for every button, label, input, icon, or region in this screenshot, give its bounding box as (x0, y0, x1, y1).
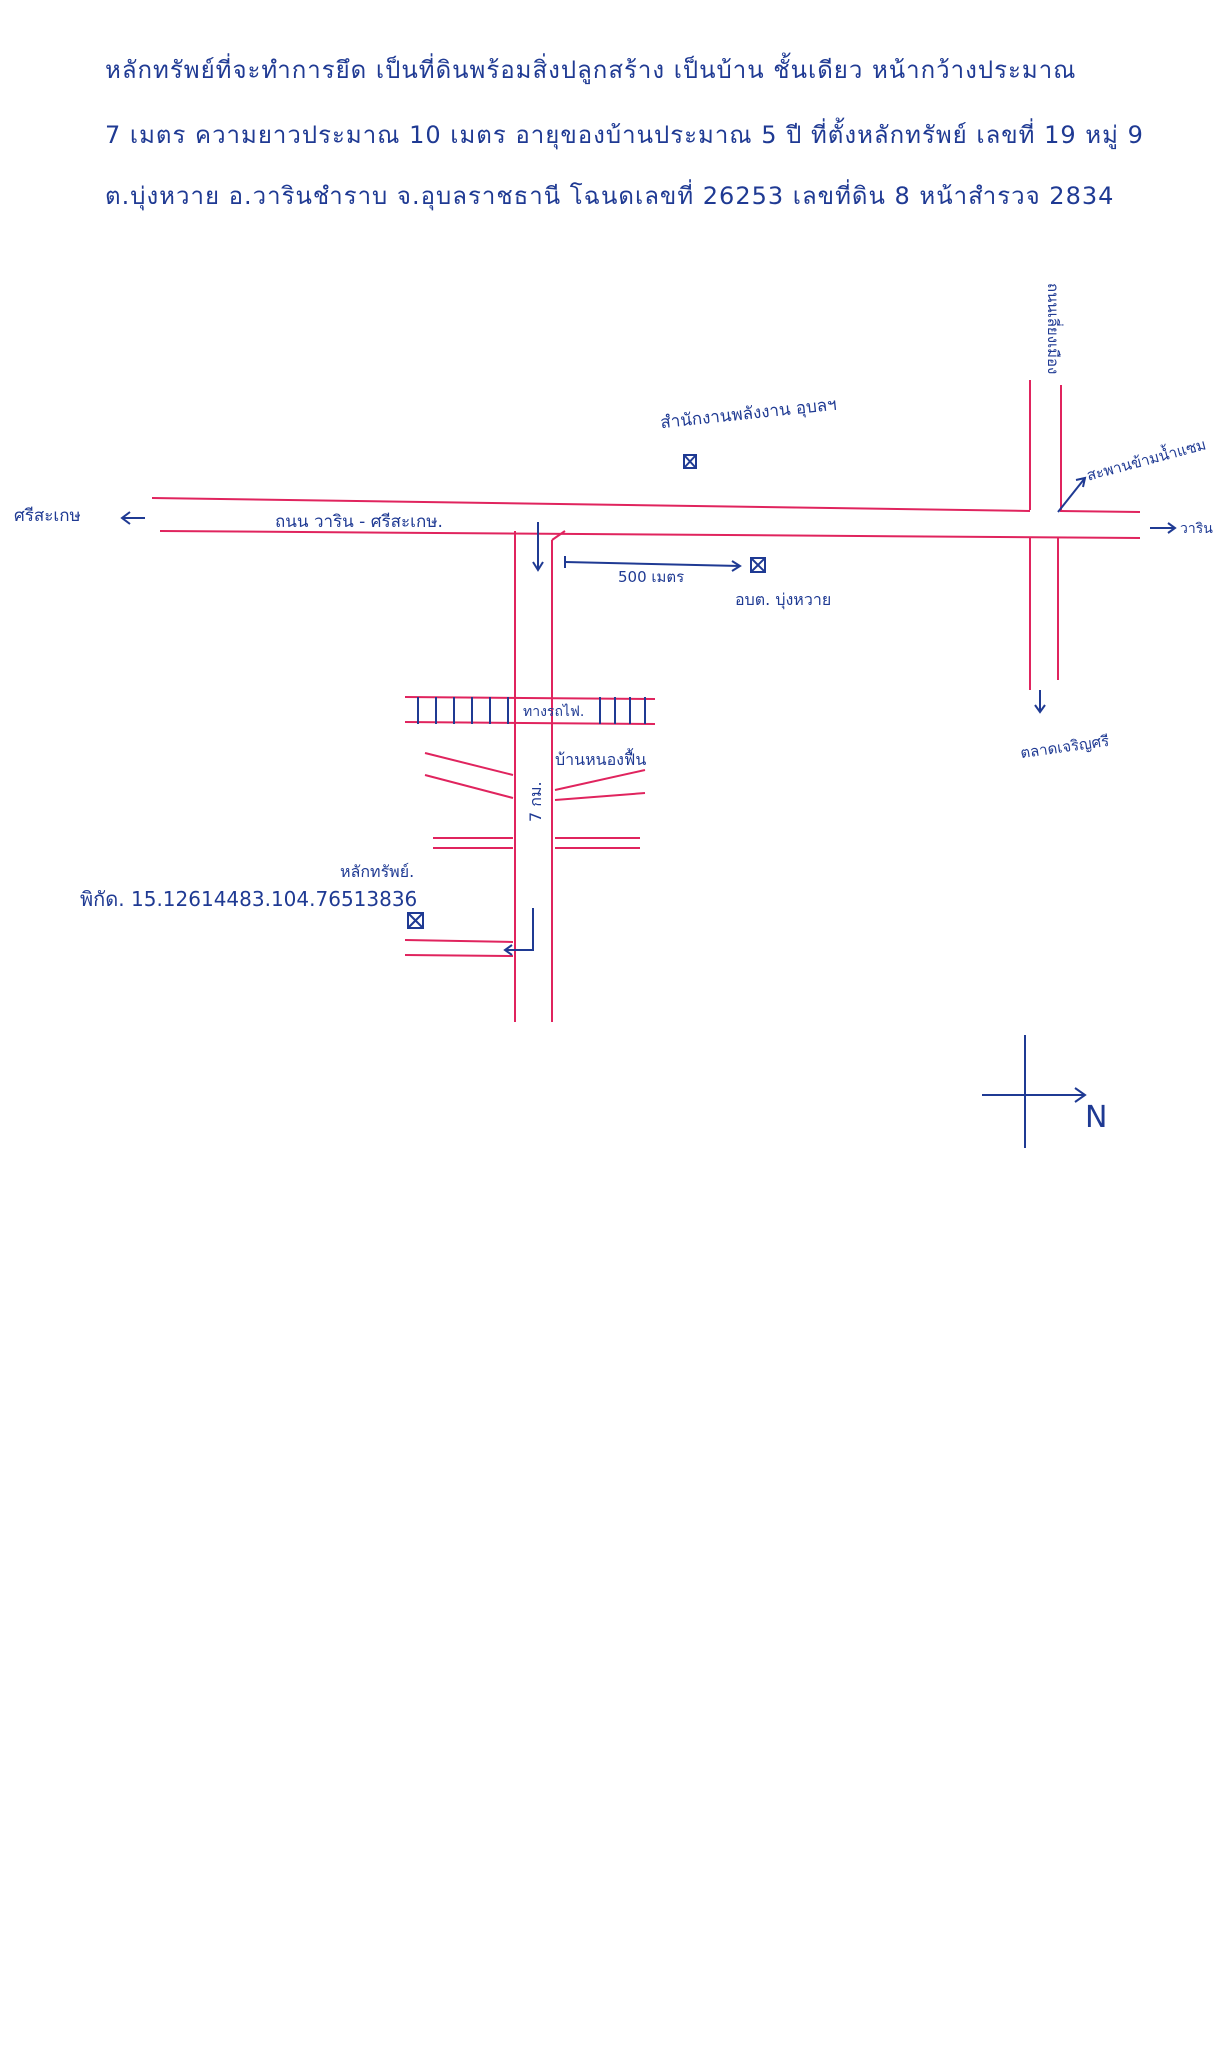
label-coordinates: พิกัด. 15.12614483.104.76513836 (80, 887, 418, 911)
railway-ties (417, 697, 646, 724)
label-distance: 500 เมตร (618, 568, 685, 586)
property-road-1 (404, 939, 514, 943)
description-line-1: หลักทรัพย์ที่จะทำการยึด เป็นที่ดินพร้อมส… (105, 56, 1077, 84)
main-road-top-edge (151, 497, 1031, 512)
label-village: บ้านหนองฟื้น (555, 750, 647, 769)
label-km: 7 กม. (526, 781, 545, 822)
bridge-arrow-icon (1057, 477, 1086, 513)
village-road-2 (424, 774, 514, 799)
property-road-2 (404, 954, 514, 957)
railway-top (404, 696, 656, 700)
label-bypass-road: ถนนเลี่ยงเมือง (1044, 283, 1062, 375)
turn-arrow-icon (505, 908, 534, 951)
description-line-2: 7 เมตร ความยาวประมาณ 10 เมตร อายุของบ้าน… (105, 121, 1144, 149)
village-road-4 (554, 792, 646, 801)
side-road-corner (551, 530, 566, 541)
distance-arrow-icon (564, 561, 741, 567)
railway-bottom (404, 721, 656, 725)
main-road-bottom-edge (159, 530, 1141, 539)
label-warin: วาริน (1180, 521, 1213, 537)
label-north: N (1085, 1100, 1108, 1135)
sao-marker-icon (750, 557, 766, 573)
village-road-3 (554, 769, 646, 791)
property-marker-icon (407, 912, 424, 929)
label-main-road: ถนน วาริน - ศรีสะเกษ. (275, 512, 443, 532)
village-road-1 (424, 752, 514, 776)
label-sisaket: ศรีสะเกษ (14, 506, 81, 526)
office-marker-icon (683, 454, 697, 469)
main-road-east-top (1059, 510, 1141, 513)
label-property: หลักทรัพย์. (340, 862, 415, 881)
description-line-3: ต.บุ่งหวาย อ.วารินชำราบ จ.อุบลราชธานี โฉ… (105, 182, 1115, 210)
label-sao: อบต. บุ่งหวาย (735, 590, 832, 609)
label-railway: ทางรถไฟ. (523, 704, 585, 720)
